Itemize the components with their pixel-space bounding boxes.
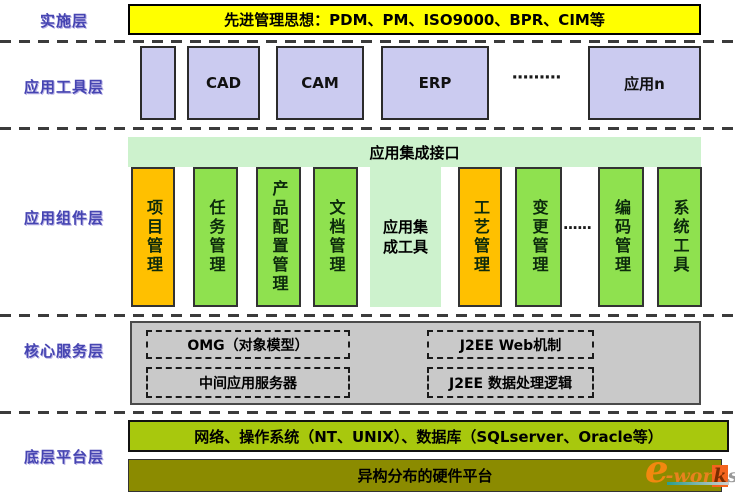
component-process-mgmt: 工艺管理 [458,167,502,307]
core-j2ee-data-logic: J2EE 数据处理逻辑 [427,367,594,398]
tool-layer-ellipsis: ········· [511,68,561,88]
component-task-mgmt: 任务管理 [193,167,238,307]
component-label: 文档管理 [326,199,346,275]
tool-box-empty [140,46,176,120]
layer-label-tools: 应用工具层 [23,78,104,96]
eworks-logo-underline [667,482,729,485]
layer-label-platform: 底层平台层 [23,448,104,466]
tool-box-cam: CAM [276,46,364,120]
core-omg-object-model: OMG（对象模型） [146,330,350,359]
eworks-logo-s: s [728,465,735,487]
separator-line-1 [0,40,735,43]
component-system-tools: 系统工具 [657,167,702,307]
component-coding-mgmt: 编码管理 [598,167,644,307]
eworks-logo: e-works [645,451,735,495]
component-label: 系统工具 [670,199,690,275]
implementation-banner: 先进管理思想：PDM、PM、ISO9000、BPR、CIM等 [128,4,701,35]
layer-label-core: 核心服务层 [23,342,104,360]
component-label: 应用集成工具 [382,217,428,256]
component-label: 任务管理 [206,199,226,275]
tool-box-cad: CAD [187,46,260,120]
core-services-container: OMG（对象模型） J2EE Web机制 中间应用服务器 J2EE 数据处理逻辑 [130,321,701,405]
component-project-mgmt: 项目管理 [131,167,175,307]
component-integration-tools: 应用集成工具 [370,167,441,307]
tool-box-app-n: 应用n [588,46,701,120]
separator-line-3 [0,314,735,317]
component-product-config-mgmt: 产品配置管理 [256,167,301,307]
component-label: 编码管理 [612,199,631,275]
platform-os-banner: 网络、操作系统（NT、UNIX）、数据库（SQLserver、Oracle等） [128,420,729,452]
component-label: 产品配置管理 [269,180,289,294]
component-label: 变更管理 [529,199,549,275]
eworks-logo-k: k [712,465,728,487]
component-document-mgmt: 文档管理 [313,167,358,307]
eworks-logo-e: e [645,447,669,491]
component-label: 项目管理 [144,199,163,275]
eworks-logo-works: -wor [665,465,713,487]
platform-hardware-banner: 异构分布的硬件平台 [128,459,722,492]
tool-box-erp: ERP [381,46,489,120]
separator-line-4 [0,411,735,414]
core-middleware-server: 中间应用服务器 [146,367,350,398]
layer-label-components: 应用组件层 [23,209,104,227]
component-change-mgmt: 变更管理 [515,167,562,307]
core-j2ee-web: J2EE Web机制 [427,330,594,359]
separator-line-2 [0,127,735,130]
component-label: 工艺管理 [471,199,490,275]
layer-label-implementation: 实施层 [39,12,88,30]
integration-interface-banner: 应用集成接口 [128,137,701,167]
component-layer-ellipsis: ······ [562,219,592,237]
